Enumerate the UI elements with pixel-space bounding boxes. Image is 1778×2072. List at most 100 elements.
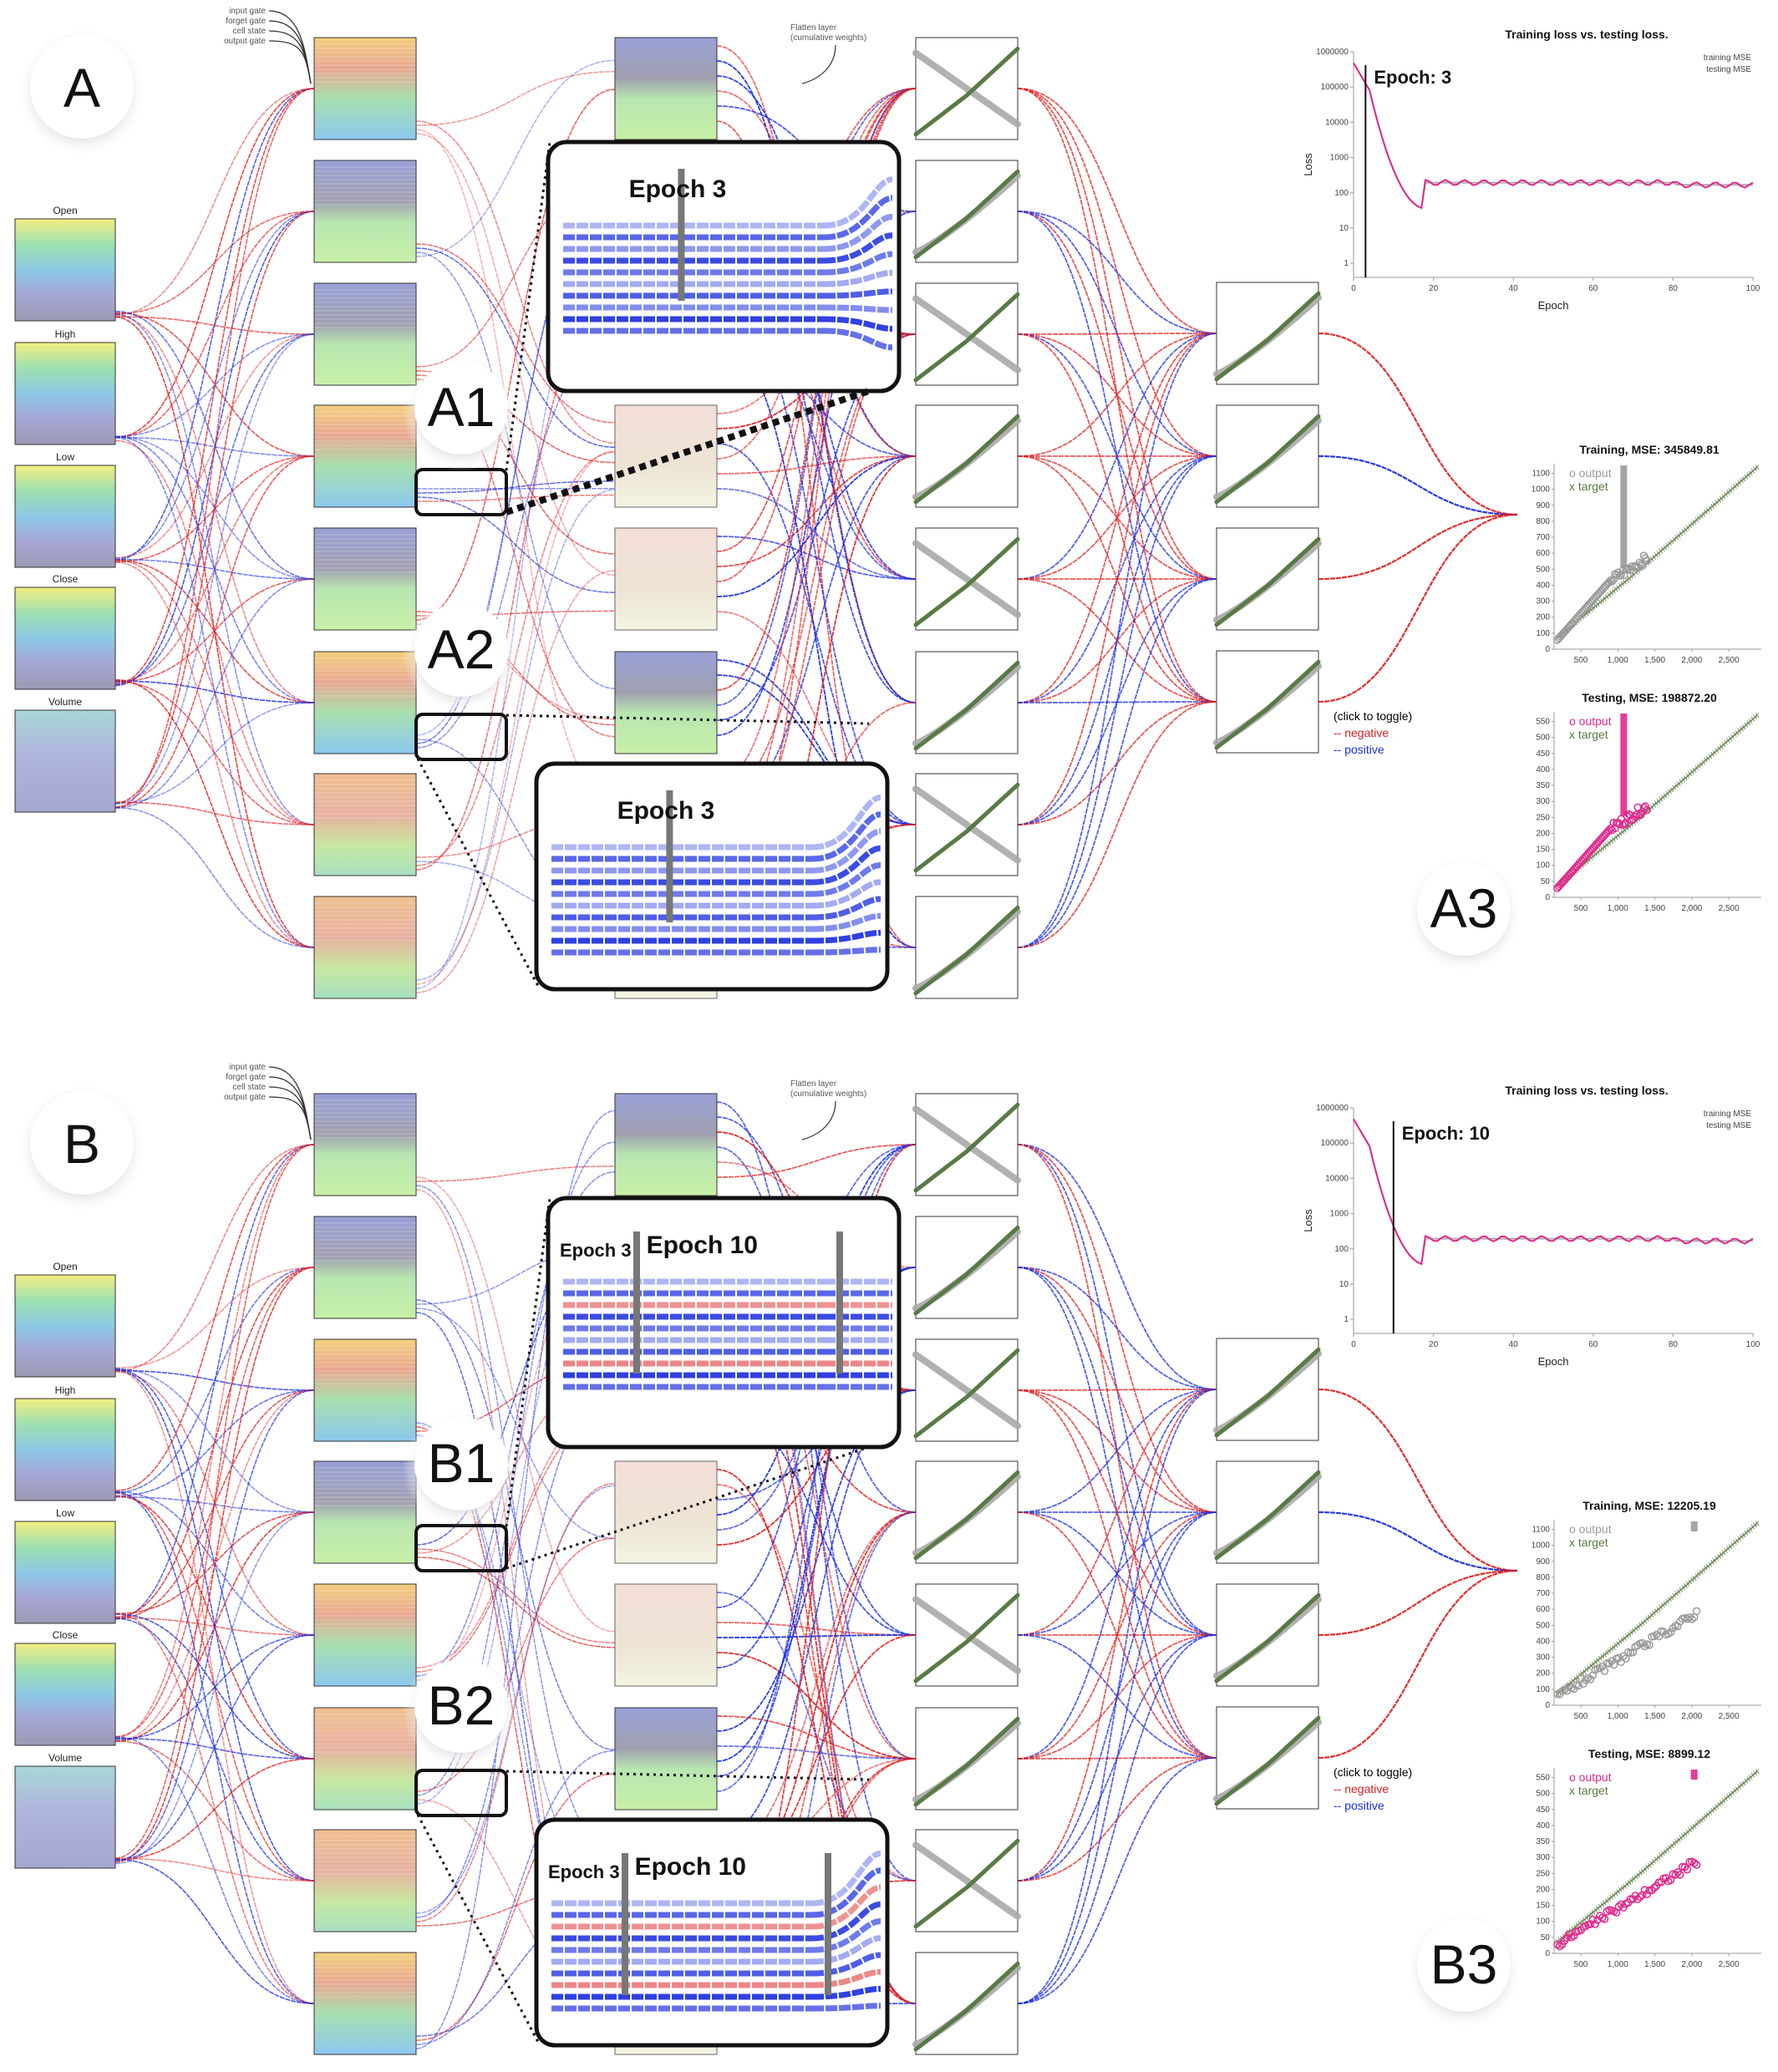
input-thumb-high[interactable] — [14, 342, 116, 445]
target-point: x — [1620, 1884, 1624, 1893]
gate-leader-line — [268, 1076, 312, 1140]
output-point — [1633, 1895, 1642, 1904]
lstm-cell-thumb[interactable] — [313, 1338, 417, 1442]
target-curve — [913, 414, 1020, 505]
x-tick-label: 1,500 — [1644, 904, 1665, 913]
y-tick-label: 450 — [1536, 749, 1550, 759]
target-point: x — [1598, 1902, 1603, 1912]
input-thumb-close[interactable] — [14, 1643, 116, 1746]
target-point: x — [1679, 1585, 1683, 1594]
target-point: x — [1726, 1792, 1730, 1801]
output-point — [1608, 577, 1617, 586]
input-thumb-open[interactable] — [14, 218, 116, 322]
connection-line — [114, 88, 315, 561]
lstm-cell-thumb[interactable] — [313, 896, 417, 999]
input-thumb-high[interactable] — [14, 1398, 116, 1501]
connection-line — [716, 1634, 917, 1638]
target-point: x — [1726, 1544, 1730, 1553]
output-curve — [912, 1841, 1021, 1920]
x-tick-label: 2,500 — [1719, 656, 1740, 665]
y-tick-label: 0 — [1545, 645, 1550, 654]
lstm2-cell-thumb[interactable] — [614, 651, 718, 754]
target-point: x — [1582, 1667, 1587, 1676]
connection-line — [415, 120, 616, 444]
connection-line — [415, 1244, 616, 1546]
connection-line — [1017, 333, 1217, 335]
input-thumb-open[interactable] — [14, 1274, 116, 1378]
target-point: x — [1607, 591, 1611, 600]
connection-line — [114, 1144, 315, 1739]
lstm-cell-thumb[interactable] — [313, 1952, 417, 2055]
y-tick-label: 100 — [1536, 1917, 1550, 1927]
target-point: x — [1701, 510, 1705, 519]
toggle-legend[interactable]: (click to toggle)-- negative-- positive — [1334, 709, 1412, 756]
lstm-cell-thumb[interactable] — [313, 527, 417, 631]
lstm-cell-thumb[interactable] — [313, 404, 417, 508]
lstm2-cell-thumb[interactable] — [614, 1093, 718, 1196]
lstm-cell-thumb[interactable] — [313, 1583, 417, 1687]
target-point: x — [1697, 762, 1701, 771]
y-tick-label: 50 — [1541, 1933, 1551, 1942]
target-point: x — [1690, 1824, 1694, 1833]
output-point — [1643, 805, 1651, 815]
zoom-weight-curve — [811, 1851, 881, 1907]
lstm-cell-thumb[interactable] — [313, 1707, 417, 1810]
input-thumb-close[interactable] — [14, 587, 116, 690]
lstm-cell-thumb[interactable] — [313, 1093, 417, 1196]
target-point: x — [1593, 850, 1598, 859]
target-point: x — [1649, 1859, 1654, 1868]
input-thumb-low[interactable] — [14, 465, 116, 568]
lstm-cell-thumb[interactable] — [313, 1829, 417, 1932]
output-spike — [1690, 1521, 1698, 1531]
target-point: x — [1668, 539, 1672, 548]
target-point: x — [1592, 1659, 1596, 1668]
connection-line — [1017, 211, 1217, 334]
lstm2-cell-thumb[interactable] — [614, 37, 718, 140]
target-point: x — [1755, 1767, 1760, 1776]
target-point: x — [1684, 774, 1688, 783]
target-point: x — [1560, 877, 1564, 886]
y-tick-label: 800 — [1536, 517, 1550, 526]
zoom-weight-curve — [823, 269, 893, 287]
target-point: x — [1661, 1601, 1665, 1610]
target-point: x — [1571, 1924, 1575, 1933]
input-thumb-volume[interactable] — [14, 1765, 116, 1869]
input-thumb-volume[interactable] — [14, 709, 116, 813]
lstm-cell-thumb[interactable] — [313, 282, 417, 386]
output-point — [1674, 1622, 1682, 1631]
lstm2-cell-thumb[interactable] — [614, 1583, 718, 1687]
target-point: x — [1571, 1676, 1575, 1685]
target-point: x — [1729, 1542, 1733, 1551]
target-point: x — [1629, 1876, 1633, 1886]
target-curve — [913, 1838, 1020, 1929]
lstm2-cell-thumb[interactable] — [614, 1460, 718, 1564]
input-thumb-low[interactable] — [14, 1521, 116, 1624]
lstm-cell-thumb[interactable] — [313, 160, 417, 263]
lstm-cell-thumb[interactable] — [313, 1216, 417, 1319]
lstm2-cell-thumb[interactable] — [614, 527, 718, 631]
output-point — [1688, 1615, 1696, 1623]
target-point: x — [1704, 1812, 1708, 1821]
y-tick-label: 10000 — [1325, 1174, 1349, 1183]
toggle-legend[interactable]: (click to toggle)-- negative-- positive — [1334, 1765, 1412, 1812]
target-point: x — [1685, 771, 1689, 780]
target-point: x — [1724, 1546, 1728, 1556]
target-point: x — [1753, 1521, 1757, 1530]
lstm-cell-thumb[interactable] — [313, 1460, 417, 1564]
lstm-cell-thumb[interactable] — [313, 651, 417, 754]
target-point: x — [1713, 500, 1717, 509]
lstm2-cell-thumb[interactable] — [614, 1707, 718, 1810]
connection-line — [114, 559, 315, 825]
flatten-label-sub: (cumulative weights) — [790, 1089, 866, 1099]
connection-line — [1017, 88, 1217, 334]
lstm-cell-thumb[interactable] — [313, 773, 417, 876]
connection-line — [114, 88, 315, 809]
connection-line — [1017, 1267, 1217, 1390]
target-point: x — [1701, 1566, 1705, 1575]
lstm-cell-thumb[interactable] — [313, 37, 417, 140]
connection-line — [415, 344, 616, 749]
connection-line — [114, 702, 315, 805]
dense-layer-1 — [912, 37, 1021, 999]
connection-line — [415, 570, 616, 993]
connection-line — [415, 1557, 616, 1648]
